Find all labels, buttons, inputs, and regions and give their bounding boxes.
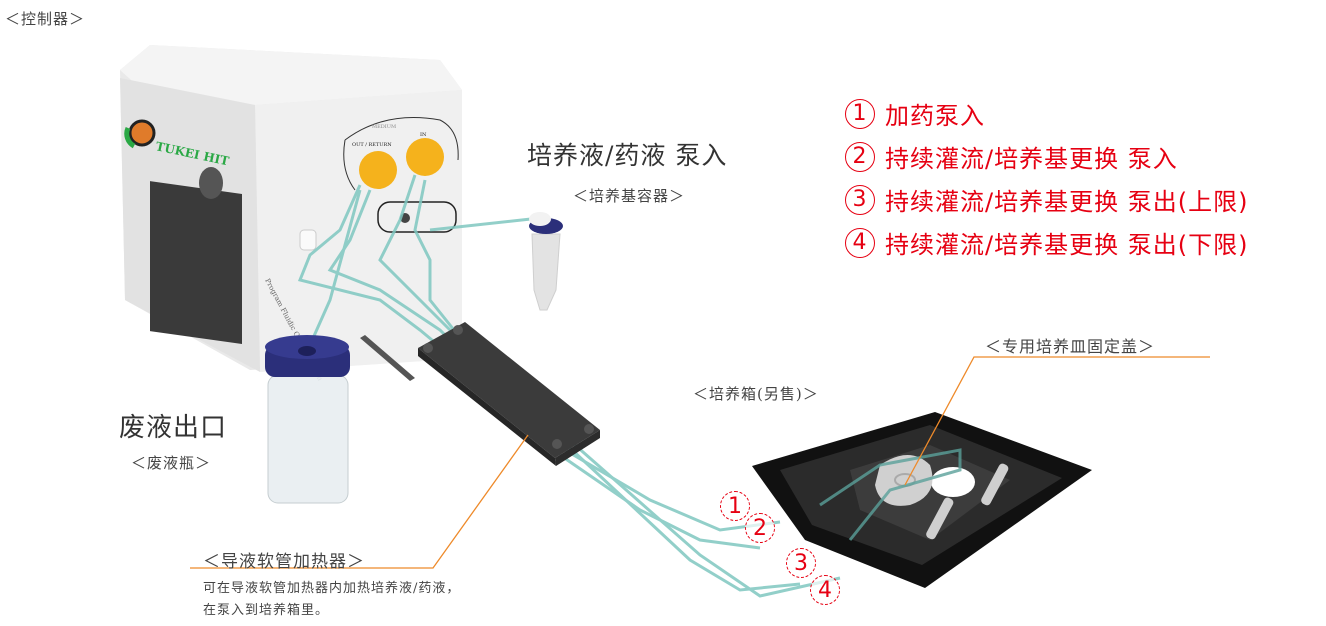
controller-label: ＜控制器＞: [5, 10, 86, 28]
heater-desc-line-2: 在泵入到培养箱里。: [203, 603, 330, 618]
heater-description: 可在导液软管加热器内加热培养液/药液， 在泵入到培养箱里。: [203, 578, 460, 622]
medium-container-label: ＜培养基容器＞: [573, 187, 686, 205]
pump-in-title: 培养液/药液 泵入: [527, 141, 728, 170]
controller-top: [120, 45, 462, 105]
in-label: IN: [420, 132, 427, 138]
waste-bottle-label: ＜废液瓶＞: [131, 454, 212, 472]
waste-title: 废液出口: [119, 413, 228, 443]
heater-label: ＜导液软管加热器＞: [203, 552, 365, 572]
tube-heater: [360, 322, 600, 466]
legend-item-4: 4 持续灌流/培养基更换 泵出(下限): [845, 221, 1248, 264]
medium-label: MEDIUM: [372, 124, 396, 130]
out-label: OUT / RETURN: [352, 142, 392, 148]
tube-tag-4: 4: [810, 575, 840, 605]
incubator-label: ＜培养箱(另售)＞: [693, 385, 819, 403]
tube-tag-3: 3: [786, 548, 816, 578]
number-circle-icon: 4: [845, 227, 875, 258]
incubator-tray: [752, 412, 1092, 588]
pump-in: [406, 138, 444, 176]
legend-text: 持续灌流/培养基更换 泵出(下限): [885, 231, 1249, 259]
tube-tag-2: 2: [745, 513, 775, 543]
touch-screen: [150, 181, 242, 345]
tube-tag-1: 1: [720, 491, 750, 521]
legend-text: 加药泵入: [885, 102, 985, 130]
brand-logo-icon: [124, 126, 136, 149]
usb-port: [199, 167, 223, 199]
waste-bottle: [265, 335, 350, 504]
legend-item-3: 3 持续灌流/培养基更换 泵出(上限): [845, 178, 1248, 221]
medium-container: [529, 212, 563, 311]
legend-item-2: 2 持续灌流/培养基更换 泵入: [845, 135, 1248, 178]
valve-connector: [299, 229, 317, 251]
number-circle-icon: 2: [845, 141, 875, 172]
legend-text: 持续灌流/培养基更换 泵出(上限): [885, 188, 1249, 216]
power-button: [128, 119, 156, 147]
leader-lines: [190, 356, 1210, 569]
number-circle-icon: 1: [845, 98, 875, 129]
number-circle-icon: 3: [845, 184, 875, 215]
pump-out: [359, 151, 397, 189]
controller-device: TUKEI HIT Program Fluidic Control System…: [120, 45, 462, 383]
legend-item-1: 1 加药泵入: [845, 92, 1248, 135]
tube-legend: 1 加药泵入 2 持续灌流/培养基更换 泵入 3 持续灌流/培养基更换 泵出(上…: [845, 92, 1248, 264]
dish-lid-label: ＜专用培养皿固定盖＞: [985, 337, 1156, 356]
heater-leader: [190, 434, 529, 569]
dish-lid-leader: [904, 356, 1210, 486]
heater-desc-line-1: 可在导液软管加热器内加热培养液/药液，: [203, 581, 461, 596]
legend-text: 持续灌流/培养基更换 泵入: [885, 145, 1178, 173]
tubing: [297, 174, 841, 598]
